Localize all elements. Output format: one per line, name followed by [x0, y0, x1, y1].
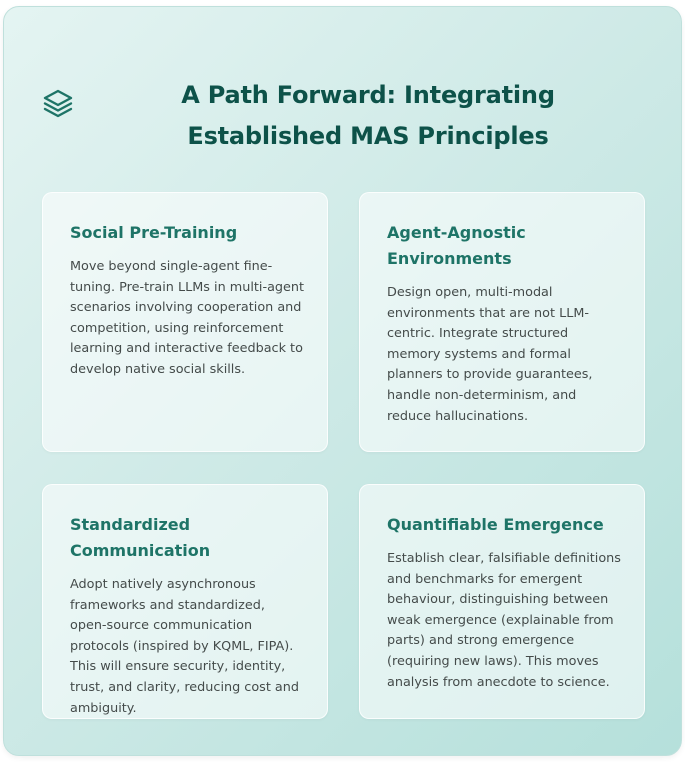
card-title: Social Pre-Training — [70, 223, 238, 242]
panel-header: A Path Forward: Integrating Established … — [4, 75, 681, 157]
page-title: A Path Forward: Integrating Established … — [181, 81, 555, 150]
card-standardized-communication: Standardized Communication Adopt nativel… — [42, 484, 328, 719]
card-body: Move beyond single-agent fine-tuning. Pr… — [70, 259, 305, 377]
card-title: Standardized Communication — [70, 515, 211, 560]
card-body: Establish clear, falsifiable definitions… — [387, 551, 621, 690]
card-quantifiable-emergence: Quantifiable Emergence Establish clear, … — [359, 484, 645, 719]
card-title: Quantifiable Emergence — [387, 515, 604, 534]
card-social-pre-training: Social Pre-Training Move beyond single-a… — [42, 192, 328, 452]
card-body: Design open, multi-modal environments th… — [387, 285, 593, 424]
layers-icon — [43, 89, 73, 118]
principles-panel: A Path Forward: Integrating Established … — [3, 6, 682, 756]
card-body: Adopt natively asynchronous frameworks a… — [70, 577, 300, 716]
card-title: Agent-Agnostic Environments — [387, 223, 526, 268]
card-agent-agnostic-environments: Agent-Agnostic Environments Design open,… — [359, 192, 645, 452]
